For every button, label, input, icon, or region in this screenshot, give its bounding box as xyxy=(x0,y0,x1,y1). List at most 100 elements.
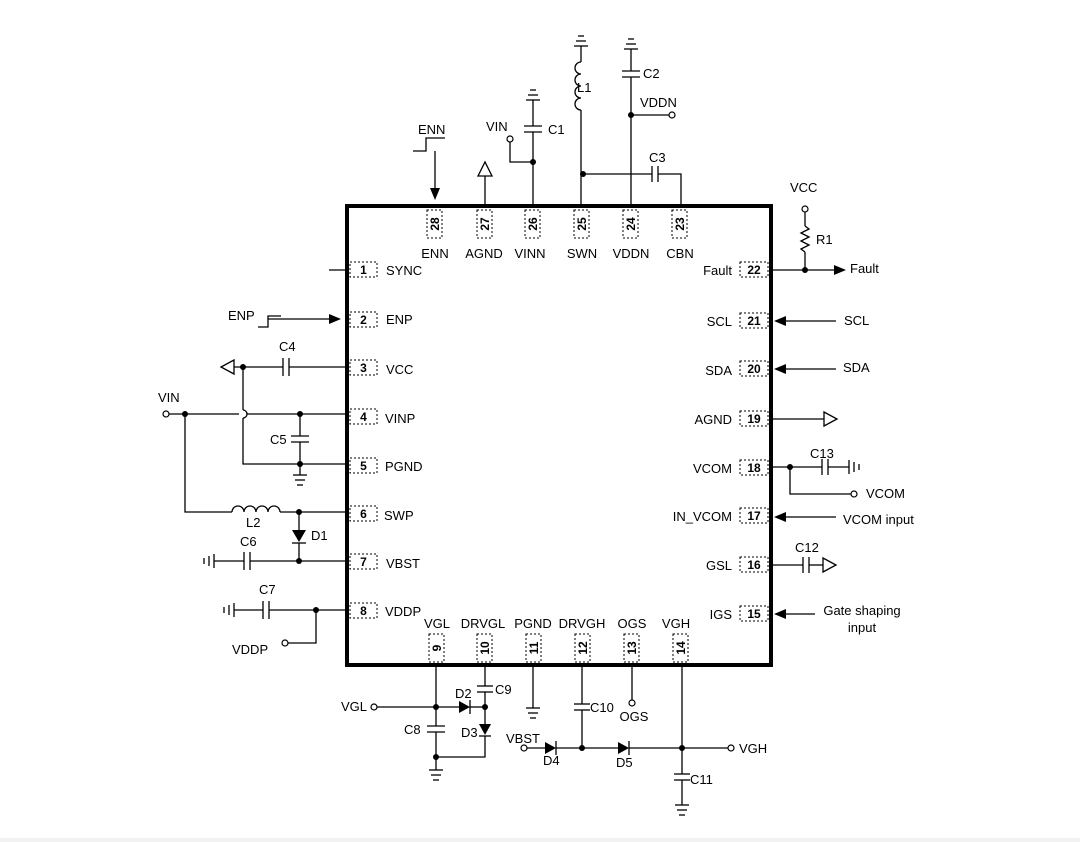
pin-3-number: 3 xyxy=(360,361,367,375)
d5-diode-icon xyxy=(618,742,629,754)
vin-top-wire xyxy=(509,142,533,163)
pin-13-name: OGS xyxy=(618,616,647,631)
gate-shaping-label-line-1: Gate shaping xyxy=(823,603,900,618)
pin-3-name: VCC xyxy=(386,362,413,377)
c10-label: C10 xyxy=(590,700,614,715)
pin-18-number: 18 xyxy=(747,461,761,475)
vcom-input-arrow-icon xyxy=(774,512,786,522)
vgl-label: VGL xyxy=(341,699,367,714)
ogs-label: OGS xyxy=(620,709,649,724)
c4-label: C4 xyxy=(279,339,296,354)
pin-7-number: 7 xyxy=(360,555,367,569)
pin-6: 6 SWP xyxy=(349,505,414,523)
pin-17: 17 IN_VCOM xyxy=(673,507,769,524)
vddn-label: VDDN xyxy=(640,95,677,110)
pin-12-name: DRVGH xyxy=(559,616,606,631)
vgl-junction xyxy=(433,704,439,710)
pin-28-number: 28 xyxy=(428,217,442,231)
vcom-label: VCOM xyxy=(866,486,905,501)
pin-24-name: VDDN xyxy=(613,246,650,261)
c5-label: C5 xyxy=(270,432,287,447)
d3-diode-icon xyxy=(479,724,491,735)
pin-19-number: 19 xyxy=(747,412,761,426)
pin-16-number: 16 xyxy=(747,558,761,572)
d5-label: D5 xyxy=(616,755,633,770)
pin-24-number: 24 xyxy=(624,217,638,231)
pin-1-name: SYNC xyxy=(386,263,422,278)
c1-label: C1 xyxy=(548,122,565,137)
enn-step-signal xyxy=(413,137,445,152)
pin-4-number: 4 xyxy=(360,410,367,424)
pin-26-name: VINN xyxy=(514,246,545,261)
vgh-junction xyxy=(679,745,685,751)
pin-2-name: ENP xyxy=(386,312,413,327)
enn-label: ENN xyxy=(418,122,445,137)
pin-22-name: Fault xyxy=(703,263,732,278)
vcom-terminal xyxy=(850,490,858,498)
right-circuit: VCC R1 Fault SCL SDA C13 VCOM xyxy=(771,180,914,635)
r1-label: R1 xyxy=(816,232,833,247)
wire-crossover-hop xyxy=(242,409,248,419)
vcom-input-label: VCOM input xyxy=(843,512,914,527)
c2-label: C2 xyxy=(643,66,660,81)
pin-25-name: SWN xyxy=(567,246,597,261)
left-circuit: ENP C4 VIN C5 L2 xyxy=(158,269,347,657)
pin-2-number: 2 xyxy=(360,313,367,327)
c12-label: C12 xyxy=(795,540,819,555)
vcc-label: VCC xyxy=(790,180,817,195)
pin-17-number: 17 xyxy=(747,509,761,523)
enp-label: ENP xyxy=(228,308,255,323)
vin-left-terminal xyxy=(162,410,170,418)
pin-6-number: 6 xyxy=(360,507,367,521)
pin-16-name: GSL xyxy=(706,558,732,573)
pin-17-name: IN_VCOM xyxy=(673,509,732,524)
vin-top-junction xyxy=(530,159,536,165)
c7-label: C7 xyxy=(259,582,276,597)
page-footer-band xyxy=(0,838,1080,842)
gate-shaping-label-line-2: input xyxy=(848,620,877,635)
pin-25-number: 25 xyxy=(575,217,589,231)
d4-diode-icon xyxy=(545,742,556,754)
ic-package xyxy=(345,204,773,667)
c11-label: C11 xyxy=(690,772,713,787)
d4-label: D4 xyxy=(543,753,560,768)
pin-4-name: VINP xyxy=(385,411,415,426)
d2-diode-icon xyxy=(459,701,470,713)
r1-resistor-icon xyxy=(799,225,811,253)
d2-label: D2 xyxy=(455,686,472,701)
vddp-terminal xyxy=(281,639,289,647)
sda-label: SDA xyxy=(843,360,870,375)
d1-label: D1 xyxy=(311,528,328,543)
pin-18-name: VCOM xyxy=(693,461,732,476)
vddp-out-wire xyxy=(288,610,317,644)
c6-label: C6 xyxy=(240,534,257,549)
pin-4: 4 VINP xyxy=(349,408,415,426)
l2-left-wire xyxy=(184,414,232,513)
scl-label: SCL xyxy=(844,313,869,328)
pgnd-junction xyxy=(297,461,303,467)
d3-label: D3 xyxy=(461,725,478,740)
l2-inductor-coil xyxy=(231,505,281,513)
pin-21-number: 21 xyxy=(747,314,761,328)
pin-6-name: SWP xyxy=(384,508,414,523)
pin-9-name: VGL xyxy=(424,616,450,631)
ogs-terminal xyxy=(628,699,636,707)
pin-15-number: 15 xyxy=(747,607,761,621)
vgl-terminal xyxy=(370,703,378,711)
